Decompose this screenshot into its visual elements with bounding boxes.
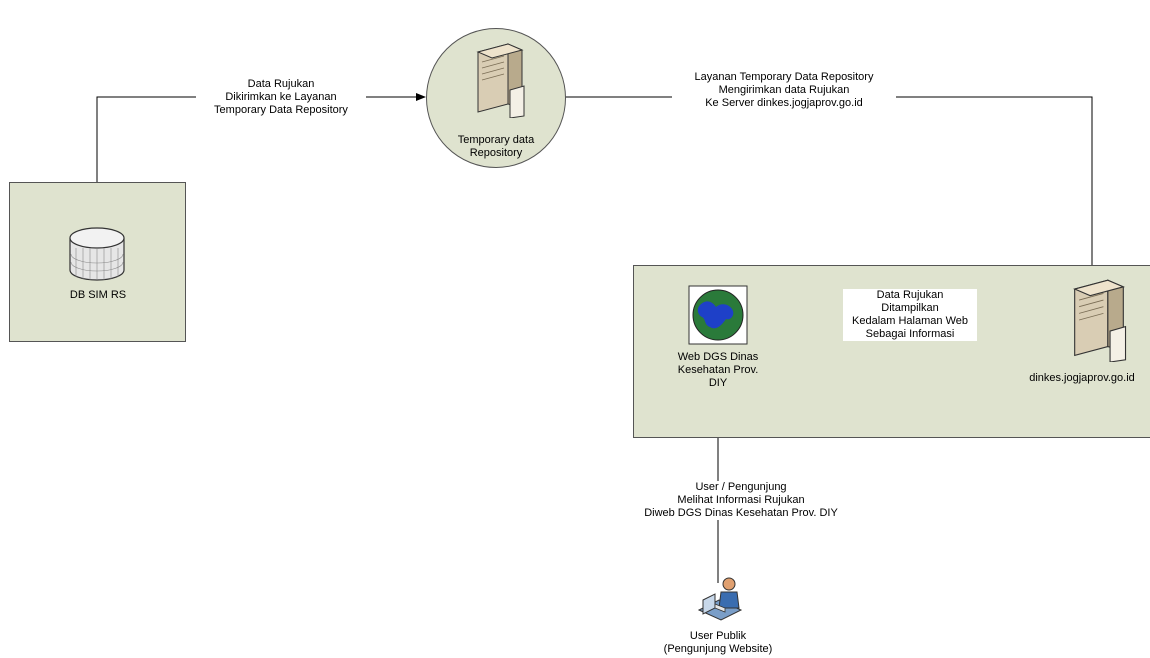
server-icon (1072, 279, 1127, 362)
edge-label-dinkes-to-web: Data Rujukan Ditampilkan Kedalam Halaman… (843, 289, 977, 341)
server-icon (476, 43, 525, 118)
edge-label-db-to-repo: Data Rujukan Dikirimkan ke Layanan Tempo… (196, 78, 366, 117)
db-label: DB SIM RS (69, 289, 127, 301)
web-label: Web DGS Dinas Kesehatan Prov. DIY (677, 351, 759, 389)
user-workstation-icon (697, 577, 743, 621)
edge-repo-to-dinkes (565, 96, 1096, 277)
user-label: User Publik (Pengunjung Website) (663, 630, 773, 655)
database-icon (69, 227, 125, 281)
dinkes-server-label: dinkes.jogjaprov.go.id (1029, 372, 1135, 384)
temp-repo-label: Temporary data Repository (457, 134, 535, 159)
edge-label-repo-to-dinkes: Layanan Temporary Data Repository Mengir… (672, 71, 896, 110)
edge-label-user-to-web: User / Pengunjung Melihat Informasi Ruju… (636, 481, 846, 520)
globe-icon (688, 285, 748, 345)
